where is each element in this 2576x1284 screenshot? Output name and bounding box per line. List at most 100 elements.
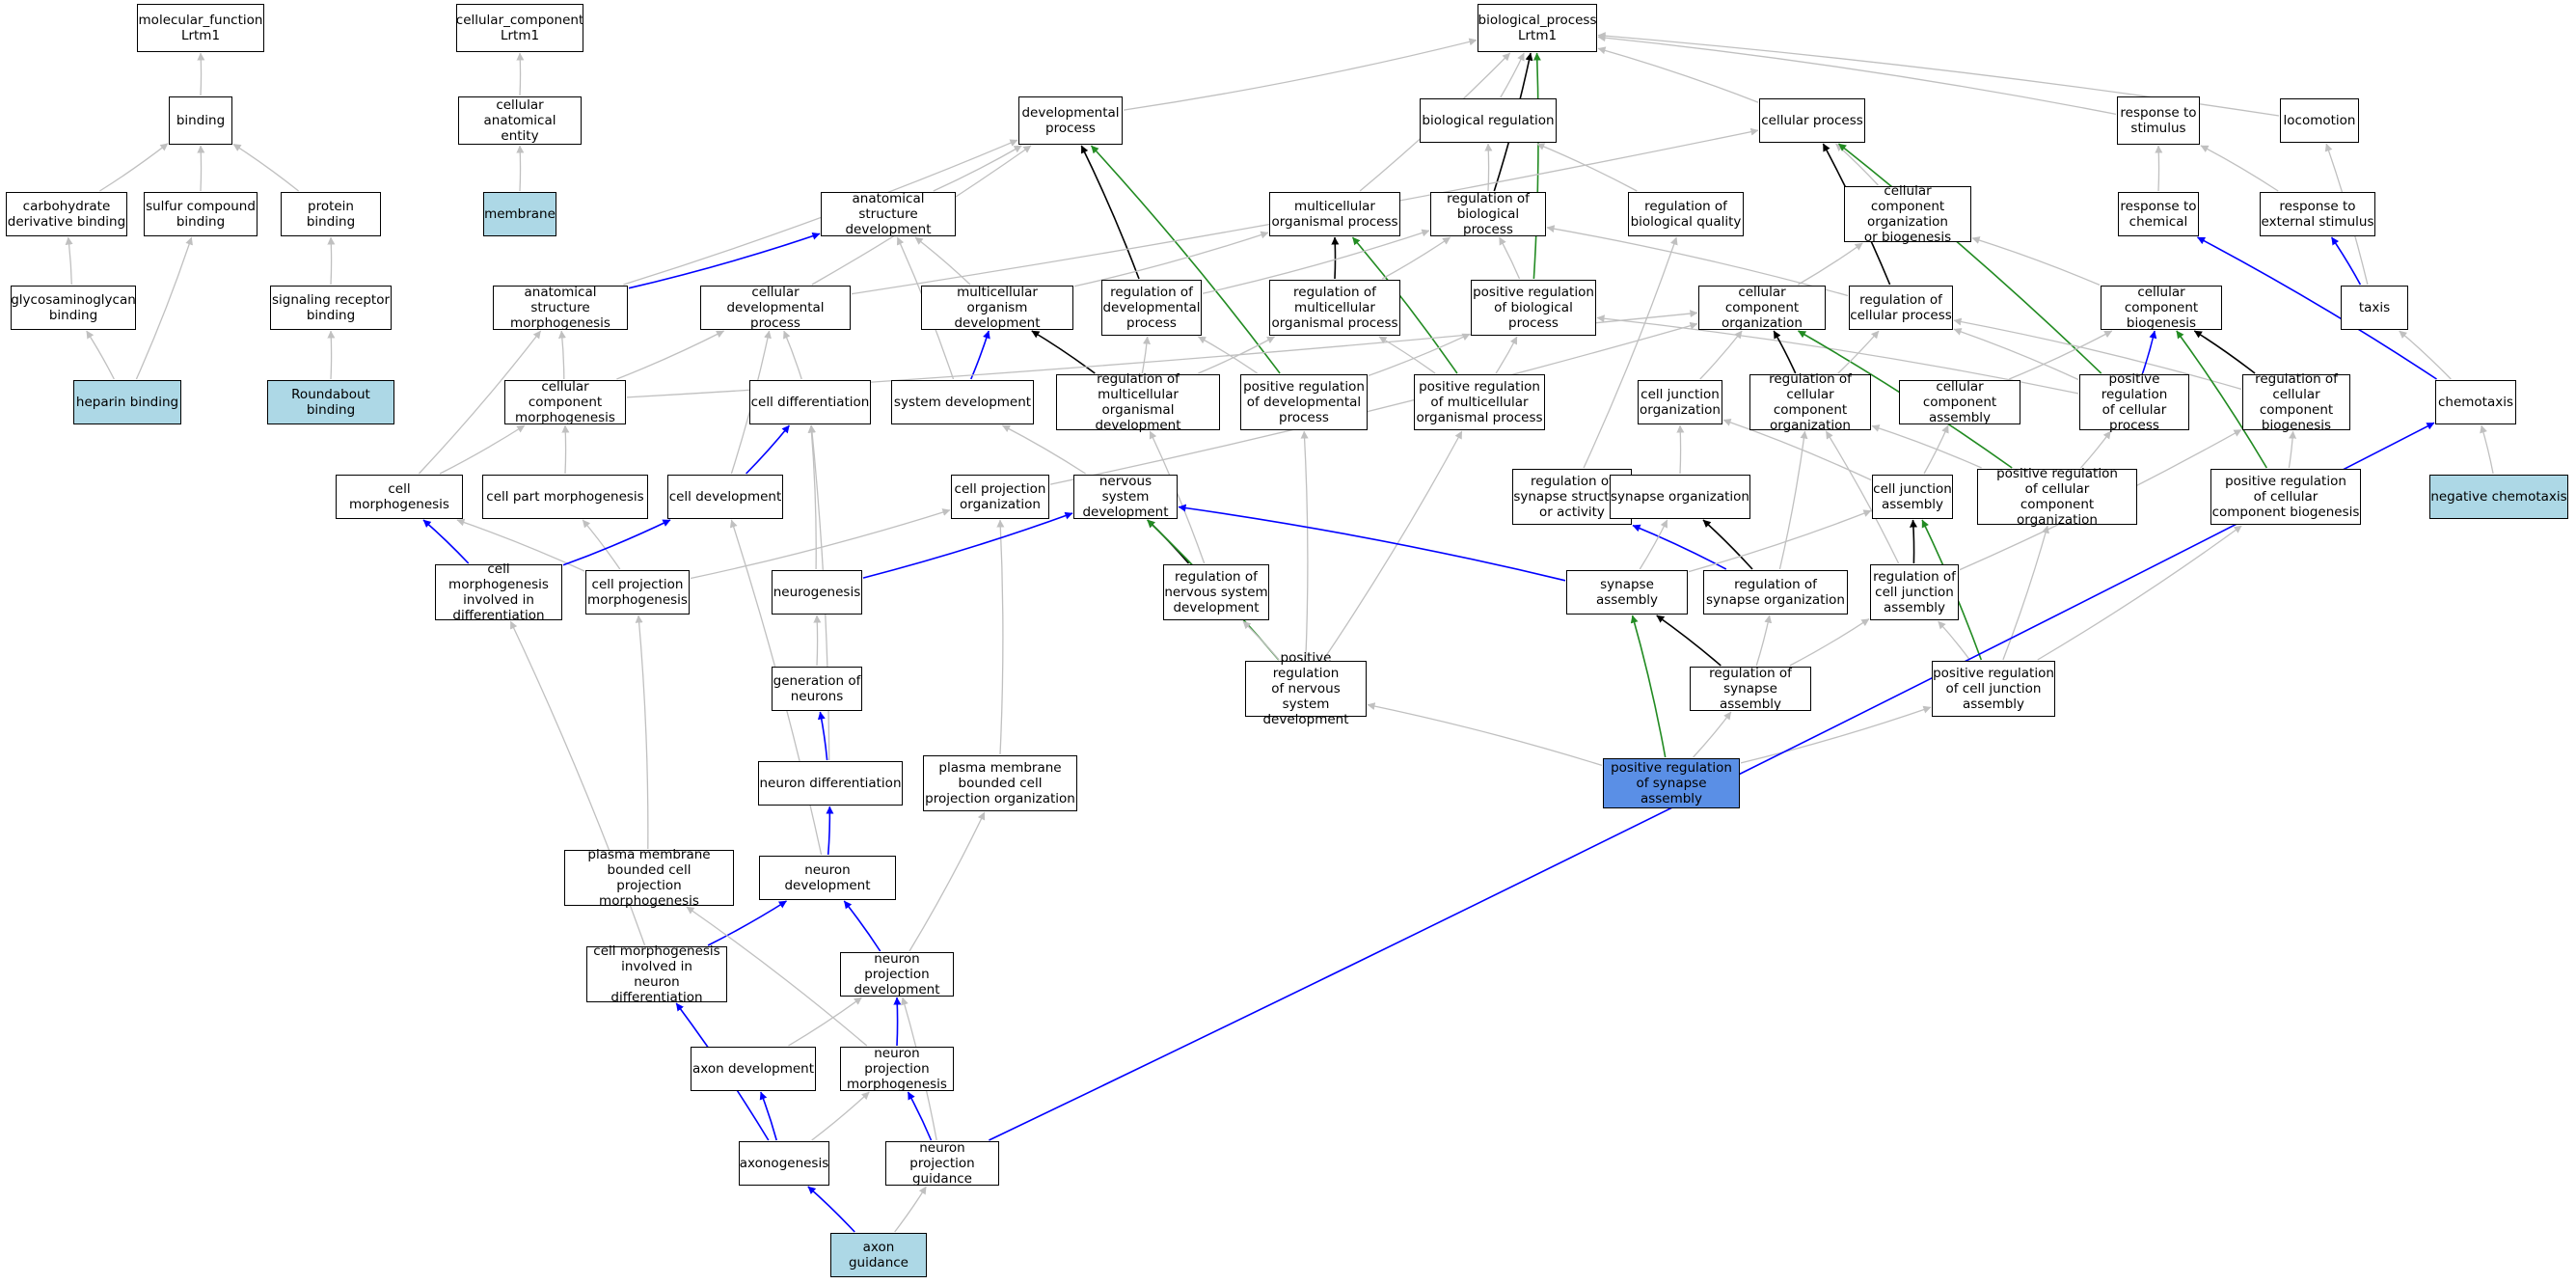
- node-cpo[interactable]: cell projection organization: [951, 475, 1049, 519]
- edge-cellmorph-to-asm: [418, 330, 542, 475]
- node-gag[interactable]: glycosaminoglycan binding: [11, 286, 136, 330]
- edge-regccb-to-ccb: [2193, 330, 2256, 374]
- edge-taxis-to-respext: [2330, 236, 2362, 286]
- node-ccb[interactable]: cellular component biogenesis: [2101, 285, 2222, 331]
- node-regsynass[interactable]: regulation of synapse assembly: [1690, 666, 1811, 712]
- node-heparin[interactable]: heparin binding: [73, 380, 181, 424]
- node-respext[interactable]: response to external stimulus: [2260, 192, 2375, 236]
- node-posregnsd[interactable]: positive regulation of nervous system de…: [1245, 650, 1367, 727]
- node-asd[interactable]: anatomical structure development: [821, 191, 956, 237]
- node-regccb[interactable]: regulation of cellular component biogene…: [2242, 371, 2350, 433]
- node-neurdiff[interactable]: neuron differentiation: [758, 761, 903, 806]
- node-axgen[interactable]: axonogenesis: [739, 1141, 829, 1186]
- node-posregcp[interactable]: positive regulation of cellular process: [2079, 371, 2189, 433]
- node-pmbcpm[interactable]: plasma membrane bounded cell projection …: [564, 847, 734, 909]
- edge-cellmorph-to-ccm: [439, 424, 526, 475]
- node-cae[interactable]: cellular anatomical entity: [458, 96, 582, 145]
- node-membrane[interactable]: membrane: [483, 192, 556, 236]
- node-regsynorg[interactable]: regulation of synapse organization: [1703, 570, 1848, 615]
- node-pmbcpo[interactable]: plasma membrane bounded cell projection …: [923, 755, 1077, 811]
- node-nsd[interactable]: nervous system development: [1073, 474, 1178, 520]
- node-posregsynass[interactable]: positive regulation of synapse assembly: [1603, 758, 1740, 808]
- node-cellmorph[interactable]: cell morphogenesis: [336, 475, 463, 519]
- edge-ccm-to-asm: [557, 330, 566, 380]
- node-posregcco[interactable]: positive regulation of cellular componen…: [1977, 466, 2137, 528]
- node-regcja[interactable]: regulation of cell junction assembly: [1870, 564, 1959, 620]
- node-respstim[interactable]: response to stimulus: [2117, 96, 2200, 145]
- node-synorg[interactable]: synapse organization: [1610, 475, 1750, 519]
- edge-celldev-to-celldiff: [746, 424, 791, 475]
- node-genneur[interactable]: generation of neurons: [772, 667, 862, 711]
- node-npm[interactable]: neuron projection morphogenesis: [840, 1046, 954, 1092]
- node-ccm[interactable]: cellular component morphogenesis: [504, 379, 626, 425]
- edge-posregsynass-to-regsynass: [1693, 711, 1732, 758]
- node-locom[interactable]: locomotion: [2280, 98, 2359, 143]
- node-cja[interactable]: cell junction assembly: [1872, 475, 1953, 519]
- node-axguid[interactable]: axon guidance: [830, 1233, 927, 1277]
- node-binding[interactable]: binding: [169, 96, 232, 145]
- node-respchem[interactable]: response to chemical: [2118, 192, 2199, 236]
- node-carb[interactable]: carbohydrate derivative binding: [6, 192, 127, 236]
- node-bioreg[interactable]: biological regulation: [1420, 98, 1557, 143]
- node-protbind[interactable]: protein binding: [281, 192, 381, 236]
- node-cjo[interactable]: cell junction organization: [1638, 380, 1722, 424]
- edge-neurogen-to-celldiff: [807, 424, 817, 570]
- node-sysdev[interactable]: system development: [891, 380, 1034, 424]
- node-bp[interactable]: biological_process Lrtm1: [1478, 4, 1597, 52]
- node-celldiff[interactable]: cell differentiation: [749, 380, 871, 424]
- node-cco[interactable]: cellular component organization: [1698, 285, 1826, 331]
- node-regnsd[interactable]: regulation of nervous system development: [1163, 564, 1269, 620]
- edge-gag-to-carb: [65, 236, 73, 286]
- node-cprojm[interactable]: cell projection morphogenesis: [585, 570, 690, 615]
- node-neurdev[interactable]: neuron development: [759, 856, 896, 900]
- node-neurogen[interactable]: neurogenesis: [772, 570, 862, 615]
- node-celldev[interactable]: cell development: [667, 475, 783, 519]
- node-devproc[interactable]: developmental process: [1018, 96, 1123, 145]
- node-cellproc[interactable]: cellular process: [1759, 98, 1865, 143]
- node-cpm[interactable]: cell part morphogenesis: [482, 475, 648, 519]
- node-regbq[interactable]: regulation of biological quality: [1628, 192, 1744, 236]
- edge-ccb-to-ccob: [1971, 236, 2101, 286]
- node-cc[interactable]: cellular_component Lrtm1: [456, 4, 583, 52]
- node-regmod[interactable]: regulation of multicellular organismal d…: [1056, 371, 1220, 433]
- node-mf[interactable]: molecular_function Lrtm1: [137, 4, 264, 52]
- edge-neurogen-to-nsd: [862, 511, 1073, 579]
- node-negchemo[interactable]: negative chemotaxis: [2429, 475, 2568, 519]
- node-cmind[interactable]: cell morphogenesis involved in neuron di…: [586, 943, 727, 1005]
- node-npg[interactable]: neuron projection guidance: [885, 1140, 999, 1187]
- node-axdev[interactable]: axon development: [691, 1047, 816, 1091]
- edge-posregsynass-to-posregnsd: [1367, 702, 1603, 767]
- edge-heparin-to-gag: [86, 330, 115, 380]
- node-regmop[interactable]: regulation of multicellular organismal p…: [1269, 280, 1400, 336]
- edge-posregcp-to-cellproc: [1838, 143, 2102, 374]
- node-ccob[interactable]: cellular component organization or bioge…: [1844, 183, 1971, 245]
- edge-synass-to-synorg: [1639, 519, 1668, 570]
- edge-celldiff-to-cdp: [783, 330, 802, 380]
- node-mop[interactable]: multicellular organismal process: [1269, 192, 1400, 236]
- node-asm[interactable]: anatomical structure morphogenesis: [493, 285, 628, 331]
- node-regcp[interactable]: regulation of cellular process: [1849, 286, 1953, 330]
- node-posregccb[interactable]: positive regulation of cellular componen…: [2210, 469, 2361, 525]
- node-chemotaxis[interactable]: chemotaxis: [2435, 380, 2516, 424]
- node-posregmop[interactable]: positive regulation of multicellular org…: [1414, 374, 1545, 430]
- node-posregcja[interactable]: positive regulation of cell junction ass…: [1932, 661, 2055, 717]
- node-posregbp[interactable]: positive regulation of biological proces…: [1471, 280, 1596, 336]
- node-cmid[interactable]: cell morphogenesis involved in different…: [435, 561, 562, 623]
- node-srb[interactable]: signaling receptor binding: [270, 286, 392, 330]
- node-taxis[interactable]: taxis: [2341, 286, 2408, 330]
- node-npd[interactable]: neuron projection development: [840, 951, 954, 997]
- edge-posregdev-to-devproc: [1090, 145, 1281, 374]
- node-robo[interactable]: Roundabout binding: [267, 380, 394, 424]
- node-regbp[interactable]: regulation of biological process: [1430, 191, 1546, 237]
- node-synass[interactable]: synapse assembly: [1566, 570, 1688, 615]
- node-cca[interactable]: cellular component assembly: [1899, 379, 2020, 425]
- edge-pmbcpo-to-cpo: [996, 519, 1005, 755]
- node-regdev[interactable]: regulation of developmental process: [1101, 280, 1202, 336]
- node-cdp[interactable]: cellular developmental process: [700, 285, 851, 331]
- edge-npm-to-npd: [893, 997, 902, 1047]
- node-posregdev[interactable]: positive regulation of developmental pro…: [1240, 374, 1368, 430]
- node-regcco[interactable]: regulation of cellular component organiz…: [1749, 371, 1871, 433]
- node-mod[interactable]: multicellular organism development: [921, 285, 1073, 331]
- node-sulfur[interactable]: sulfur compound binding: [144, 192, 258, 236]
- edge-cae-to-cc: [516, 52, 525, 96]
